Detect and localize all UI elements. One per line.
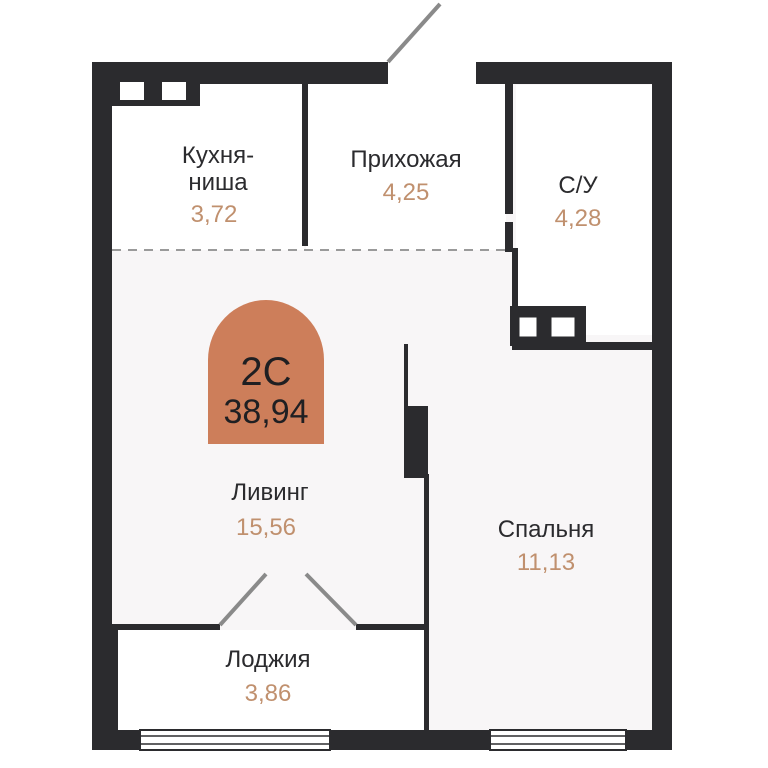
apartment-total-area: 38,94 xyxy=(223,393,308,431)
kitchen-area: 3,72 xyxy=(191,201,238,228)
loggia-area: 3,86 xyxy=(245,680,292,707)
outer-walls xyxy=(92,62,672,750)
bottom-wall-right xyxy=(626,730,672,750)
ventilation-shaft-kitchen xyxy=(112,78,200,106)
kitchen-floor xyxy=(112,80,304,250)
bedroom-wall-thin xyxy=(404,344,408,410)
bathroom-wall-lower xyxy=(512,248,518,348)
loggia-label: Лоджия xyxy=(225,646,310,673)
loggia-floor xyxy=(118,630,426,730)
living-area: 15,56 xyxy=(236,514,296,541)
hallway-label: Прихожая xyxy=(350,146,461,173)
apartment-badge xyxy=(208,300,324,444)
bathroom-area: 4,28 xyxy=(555,205,602,232)
right-wall xyxy=(652,62,672,750)
bedroom-wall-thick xyxy=(404,406,428,478)
bathroom-floor xyxy=(516,85,652,335)
hallway-area: 4,25 xyxy=(383,179,430,206)
kitchen-hall-partition xyxy=(302,84,308,246)
loggia-wall-right xyxy=(356,624,426,630)
top-wall-right xyxy=(476,62,672,84)
window-loggia xyxy=(139,729,331,751)
bottom-wall-middle xyxy=(330,730,490,750)
bathroom-wall-bottom xyxy=(512,342,654,350)
hallway-floor xyxy=(306,80,506,250)
bottom-wall-left xyxy=(92,730,140,750)
loggia-wall-left xyxy=(112,624,220,630)
bathroom-label: С/У xyxy=(558,172,598,199)
bedroom-wall-lower xyxy=(424,474,429,732)
window-bedroom xyxy=(489,729,627,751)
ventilation-shaft-bathroom xyxy=(510,306,586,346)
bathroom-wall-left xyxy=(505,84,513,214)
interior-walls xyxy=(112,84,654,732)
bedroom-area: 11,13 xyxy=(517,549,575,576)
living-label: Ливинг xyxy=(231,479,309,506)
kitchen-label-line2: ниша xyxy=(188,169,248,196)
left-wall xyxy=(92,62,112,750)
bedroom-label: Спальня xyxy=(498,516,594,543)
loggia-door[interactable] xyxy=(218,572,358,627)
kitchen-label-line1: Кухня- xyxy=(182,142,254,169)
loggia-wall-leftedge xyxy=(112,624,118,730)
bathroom-wall-stub xyxy=(505,222,513,252)
apartment-type: 2С xyxy=(240,350,291,394)
entrance-door[interactable] xyxy=(386,2,442,64)
